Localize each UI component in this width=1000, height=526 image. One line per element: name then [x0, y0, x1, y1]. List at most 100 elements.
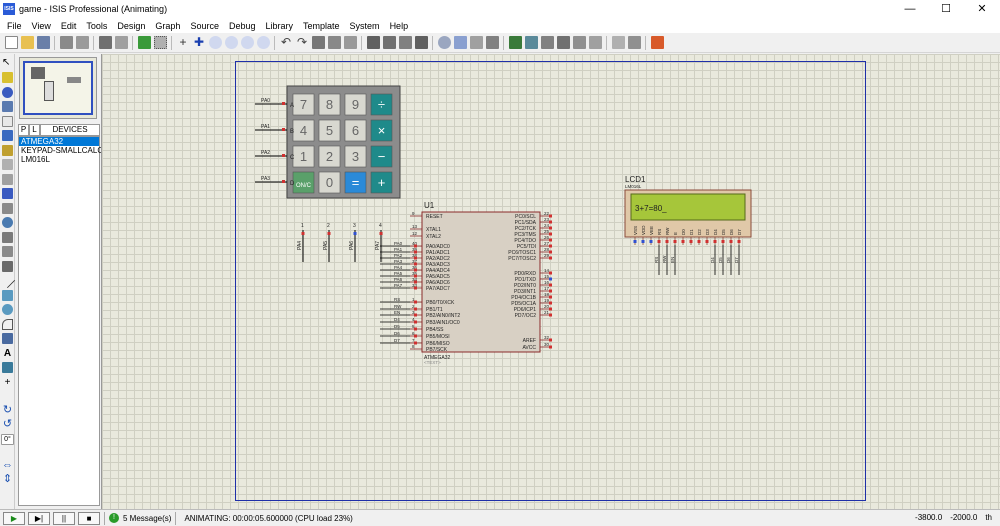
pick-devices-button[interactable]: P: [18, 124, 29, 136]
marker-icon[interactable]: +: [4, 376, 11, 388]
circle-icon[interactable]: [2, 304, 13, 315]
symbol-icon[interactable]: [2, 362, 13, 373]
zoom-out-icon[interactable]: [224, 36, 238, 49]
toolbar-separator: [274, 35, 275, 50]
generator-mode-icon[interactable]: [2, 217, 13, 228]
copy-icon[interactable]: [327, 36, 341, 49]
current-probe-icon[interactable]: [2, 246, 13, 257]
terminals-icon[interactable]: [2, 159, 13, 170]
device-item[interactable]: KEYPAD-SMALLCALC: [21, 146, 104, 155]
origin-icon[interactable]: +: [179, 35, 187, 49]
arc-icon[interactable]: [2, 318, 13, 330]
tape-recorder-icon[interactable]: [2, 202, 13, 214]
menu-graph[interactable]: Graph: [155, 20, 181, 31]
mirror-x-icon[interactable]: ⇔: [2, 458, 13, 471]
zoom-in-icon[interactable]: [208, 36, 222, 49]
decompose-icon[interactable]: [485, 36, 499, 49]
save-icon[interactable]: [36, 36, 50, 49]
overview-window[interactable]: [19, 57, 97, 119]
rotate-clockwise-icon[interactable]: ↻: [2, 403, 13, 416]
mcu-pin-name: AREF: [523, 338, 536, 344]
menu-system[interactable]: System: [349, 20, 380, 31]
graph-mode-icon[interactable]: [2, 188, 13, 199]
mcu-text-placeholder: <TEXT>: [424, 360, 441, 365]
netlist-to-ares-icon[interactable]: [650, 36, 664, 49]
pan-icon[interactable]: ✚: [193, 35, 205, 49]
new-file-icon[interactable]: [4, 36, 18, 49]
maximize-button[interactable]: ☐: [941, 3, 951, 15]
virtual-instruments-icon[interactable]: [2, 260, 13, 272]
wire-label-icon[interactable]: [2, 101, 13, 112]
block-rotate-icon[interactable]: [398, 36, 412, 49]
library-manager-button[interactable]: L: [29, 124, 40, 136]
pause-button[interactable]: ||: [53, 511, 75, 525]
rotation-angle-field[interactable]: 0°: [1, 433, 14, 445]
mirror-y-icon[interactable]: ⇕: [2, 473, 13, 485]
block-move-icon[interactable]: [382, 36, 396, 49]
rotate-anticlockwise-icon[interactable]: ↺: [2, 418, 13, 430]
subcircuit-icon[interactable]: [2, 144, 13, 156]
menu-help[interactable]: Help: [389, 20, 409, 31]
play-button[interactable]: ▶: [3, 511, 25, 525]
export-section-icon[interactable]: [75, 36, 89, 49]
component-mode-icon[interactable]: [2, 72, 13, 83]
overview-sheet-border: [23, 61, 93, 115]
keypad-key: [344, 171, 367, 194]
wire-autorouter-icon[interactable]: [508, 36, 522, 49]
junction-dot-icon[interactable]: [2, 86, 13, 98]
menu-template[interactable]: Template: [303, 20, 340, 31]
buses-icon[interactable]: [2, 130, 13, 141]
menu-edit[interactable]: Edit: [60, 20, 77, 31]
closed-path-icon[interactable]: [2, 333, 13, 344]
new-sheet-icon[interactable]: [556, 36, 570, 49]
print-area-icon[interactable]: [114, 36, 128, 49]
open-folder-icon[interactable]: [20, 36, 34, 49]
electrical-rule-check-icon[interactable]: [627, 36, 641, 49]
menu-library[interactable]: Library: [265, 20, 294, 31]
zoom-all-icon[interactable]: [240, 36, 254, 49]
block-delete-icon[interactable]: [414, 36, 428, 49]
property-assignment-icon[interactable]: [540, 36, 554, 49]
close-button[interactable]: ✕: [977, 3, 987, 15]
box-icon[interactable]: [2, 289, 13, 301]
logic-state-dot: [657, 240, 661, 243]
device-item[interactable]: LM016L: [21, 155, 50, 164]
line-icon[interactable]: [0, 272, 16, 289]
redraw-icon[interactable]: [137, 36, 151, 49]
undo-icon[interactable]: ↶: [280, 35, 292, 49]
print-icon[interactable]: [98, 36, 112, 49]
bill-of-materials-icon[interactable]: [611, 36, 625, 49]
selection-mode-icon[interactable]: ↖: [2, 56, 11, 68]
packaging-tool-icon[interactable]: [469, 36, 483, 49]
redo-icon[interactable]: ↷: [296, 35, 308, 49]
stop-button[interactable]: ■: [78, 511, 100, 525]
device-item[interactable]: ATMEGA32: [19, 137, 99, 146]
menu-source[interactable]: Source: [190, 20, 219, 31]
make-device-icon[interactable]: [453, 36, 467, 49]
mcu-pin-number: 25: [544, 229, 550, 234]
minimize-button[interactable]: —: [904, 3, 916, 15]
menu-design[interactable]: Design: [117, 20, 146, 31]
search-tag-icon[interactable]: [524, 36, 538, 49]
goto-sheet-icon[interactable]: [588, 36, 602, 49]
device-pins-icon[interactable]: [2, 173, 13, 185]
menu-view[interactable]: View: [31, 20, 51, 31]
remove-sheet-icon[interactable]: [572, 36, 586, 49]
menu-tools[interactable]: Tools: [86, 20, 108, 31]
step-button[interactable]: ▶|: [28, 511, 50, 525]
menu-file[interactable]: File: [7, 20, 22, 31]
menu-debug[interactable]: Debug: [228, 20, 256, 31]
cut-icon[interactable]: [311, 36, 325, 49]
keypad-row-net: PA2: [261, 150, 270, 156]
pick-device-icon[interactable]: [437, 36, 451, 49]
import-section-icon[interactable]: [59, 36, 73, 49]
block-copy-icon[interactable]: [366, 36, 380, 49]
grid-toggle-icon[interactable]: [153, 36, 167, 49]
zoom-area-icon[interactable]: [256, 36, 270, 49]
text-icon[interactable]: A: [3, 347, 12, 359]
paste-icon[interactable]: [343, 36, 357, 49]
voltage-probe-icon[interactable]: [2, 231, 13, 243]
text-script-icon[interactable]: [2, 115, 13, 127]
messages-indicator[interactable]: ! 5 Message(s): [109, 513, 171, 523]
